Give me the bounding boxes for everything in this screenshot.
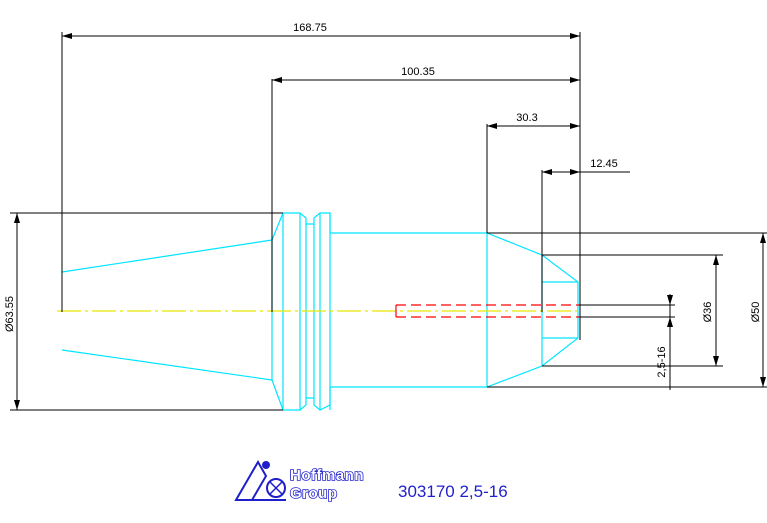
part-number-caption: 303170 2,5-16	[398, 482, 508, 501]
hoffmann-group-logo: Hoffmann Group	[234, 459, 364, 503]
logo-emblem-icon	[234, 459, 286, 501]
dim-overall-length: 168.75	[293, 22, 327, 34]
flange	[271, 212, 331, 411]
logo-line-2: Group	[290, 485, 338, 502]
taper-shank	[61, 239, 273, 381]
hidden-bore	[395, 304, 580, 318]
dim-body-length: 100.35	[401, 66, 435, 78]
dim-bore-depth: 12.45	[590, 158, 618, 170]
logo-line-1: Hoffmann	[290, 467, 364, 484]
nose-cone	[486, 232, 579, 388]
dim-bore-diameter: Ø36	[702, 302, 714, 323]
dim-flange-diameter: Ø63.55	[4, 296, 16, 332]
dim-nose-length: 30.3	[516, 112, 537, 124]
dim-nose-diameter: Ø50	[750, 302, 762, 323]
dim-clamping-range: 2,5-16	[656, 346, 668, 377]
dimension-lines	[10, 32, 767, 411]
